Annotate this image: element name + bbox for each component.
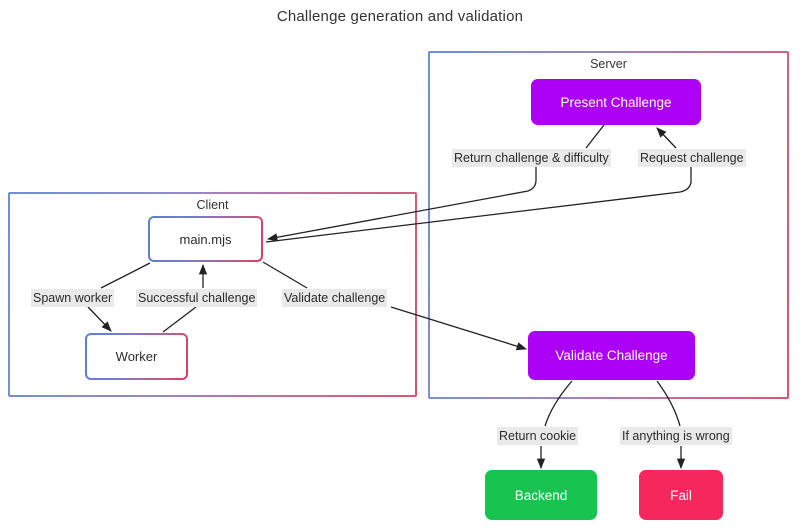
node-validate-challenge[interactable]: Validate Challenge — [528, 331, 695, 380]
page-title: Challenge generation and validation — [276, 8, 524, 25]
group-client-label: Client — [196, 198, 229, 212]
node-fail[interactable]: Fail — [639, 470, 723, 520]
edge-label-spawn-worker: Spawn worker — [31, 289, 115, 307]
node-worker-label: Worker — [115, 349, 158, 364]
node-worker[interactable]: Worker — [85, 333, 188, 380]
edge-label-return-cookie: Return cookie — [497, 427, 579, 445]
node-main-mjs-label: main.mjs — [179, 231, 232, 247]
edge-label-request-challenge: Request challenge — [638, 149, 746, 167]
node-main-mjs[interactable]: main.mjs — [148, 216, 263, 262]
node-validate-challenge-label: Validate Challenge — [555, 348, 668, 363]
edge-label-return-challenge-difficulty: Return challenge & difficulty — [452, 149, 611, 167]
node-backend[interactable]: Backend — [485, 470, 597, 520]
edge-label-validate-challenge: Validate challenge — [282, 289, 388, 307]
edge-label-if-anything-is-wrong: If anything is wrong — [620, 427, 732, 445]
edge-label-successful-challenge: Successful challenge — [136, 289, 258, 307]
node-present-challenge[interactable]: Present Challenge — [531, 79, 701, 125]
group-server-label: Server — [590, 57, 627, 71]
node-present-challenge-label: Present Challenge — [560, 94, 672, 110]
node-fail-label: Fail — [670, 487, 692, 503]
node-backend-label: Backend — [514, 487, 568, 503]
